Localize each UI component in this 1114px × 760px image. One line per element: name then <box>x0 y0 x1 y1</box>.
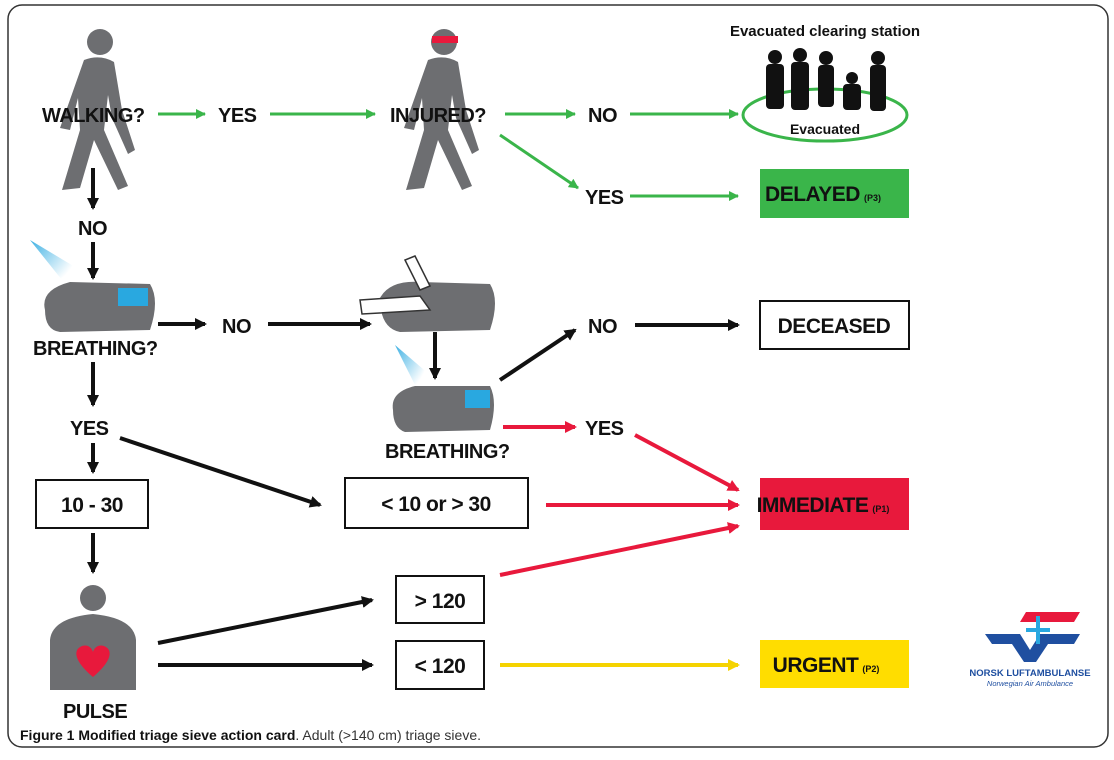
clearing-station-title: Evacuated clearing station <box>730 23 920 40</box>
patient-head-icon <box>30 240 155 332</box>
pulse-low-box <box>395 640 485 690</box>
breathing2-yes-label: YES <box>585 418 624 440</box>
patient-head-icon-2 <box>392 345 494 432</box>
pulse-high-text: > 120 <box>415 590 466 613</box>
rate-normal-text: 10 - 30 <box>61 494 123 517</box>
pulse-label: PULSE <box>63 701 127 723</box>
walking-question: WALKING? <box>42 105 145 127</box>
breathing2-question: BREATHING? <box>385 441 510 463</box>
arrow-breathing2-no <box>498 328 577 382</box>
walking-yes-label: YES <box>218 105 257 127</box>
injured-no-label: NO <box>588 105 617 127</box>
arrow-yes-abnormal-rate <box>119 436 322 508</box>
delayed-box <box>760 169 909 218</box>
walking-no-label: NO <box>78 218 107 240</box>
injured-question: INJURED? <box>390 105 486 127</box>
pulse-torso-icon <box>50 585 136 690</box>
breathing2-no-label: NO <box>588 316 617 338</box>
evacuated-group-icon <box>741 48 909 143</box>
injured-person-icon <box>404 29 479 190</box>
rate-normal-box <box>35 479 149 529</box>
pulse-high-box <box>395 575 485 624</box>
arrow-injured-yes <box>499 133 579 190</box>
figure-caption: Figure 1 Modified triage sieve action ca… <box>20 727 481 743</box>
rate-abnormal-box <box>344 477 529 529</box>
deceased-text: DECEASED <box>778 315 891 338</box>
norsk-luftambulanse-logo: NORSK LUFTAMBULANSE Norwegian Air Ambula… <box>969 612 1091 688</box>
delayed-text: DELAYED(P3) <box>765 183 881 206</box>
urgent-box <box>760 640 909 688</box>
rate-abnormal-text: < 10 or > 30 <box>381 493 491 516</box>
arrow-high-immediate <box>499 522 740 577</box>
breathing-no-label: NO <box>222 316 251 338</box>
evacuated-label: Evacuated <box>790 121 860 137</box>
breathing-question: BREATHING? <box>33 338 158 360</box>
immediate-box <box>760 478 909 530</box>
logo-name: NORSK LUFTAMBULANSE <box>969 668 1090 679</box>
arrow-yes-immediate <box>634 433 740 492</box>
airway-check-icon <box>359 255 495 332</box>
breathing-yes-label: YES <box>70 418 109 440</box>
logo-tagline: Norwegian Air Ambulance <box>987 679 1073 688</box>
arrow-pulse-high <box>157 596 374 645</box>
immediate-text: IMMEDIATE(P1) <box>757 494 890 517</box>
urgent-text: URGENT(P2) <box>773 654 880 677</box>
injured-yes-label: YES <box>585 187 624 209</box>
deceased-box <box>759 300 910 350</box>
card-frame <box>7 4 1109 748</box>
pulse-low-text: < 120 <box>415 655 466 678</box>
walking-person-icon <box>60 29 135 190</box>
